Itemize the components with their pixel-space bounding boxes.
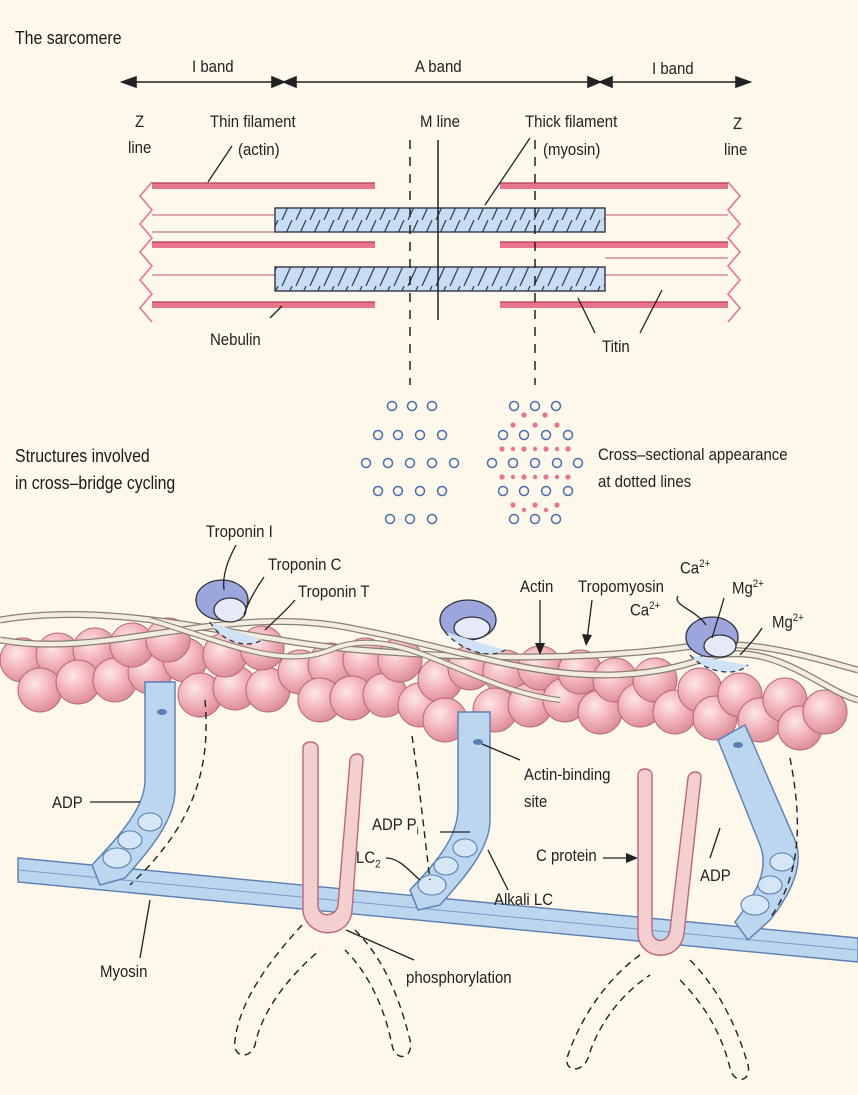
adp-left-label: ADP	[52, 793, 83, 812]
z-line-left-1: Z	[135, 112, 145, 131]
phosphorylation-label: phosphorylation	[406, 968, 512, 987]
z-line-right-2: line	[724, 140, 748, 159]
thin-filament-actin-label: (actin)	[238, 140, 280, 159]
ca-left-label: Ca2+	[630, 600, 661, 620]
actin-label: Actin	[520, 577, 554, 596]
cross-section-overlap	[486, 400, 584, 525]
troponin-complex-2	[439, 599, 506, 655]
adp-pi-label: ADP Pi	[372, 815, 419, 838]
thick-filament-label: Thick filament	[525, 112, 618, 131]
c-protein-label: C protein	[536, 846, 597, 865]
a-band-label: A band	[415, 57, 462, 76]
actin-binding-label-2: site	[524, 792, 548, 811]
thin-filaments-right	[500, 183, 728, 308]
ca-top-label: Ca2+	[680, 558, 711, 578]
mg-top-label: Mg2+	[732, 578, 764, 598]
z-line-left-2: line	[128, 138, 152, 157]
c-protein	[302, 741, 702, 956]
thin-filaments-left	[152, 183, 375, 308]
title-structures-line1: Structures involved	[15, 446, 150, 466]
title-structures-line2: in cross–bridge cycling	[15, 473, 176, 493]
thick-filament-myosin-label: (myosin)	[543, 140, 601, 159]
troponin-c-label: Troponin C	[268, 555, 342, 574]
tropomyosin-strands	[0, 610, 858, 704]
mg-right-label: Mg2+	[772, 612, 804, 632]
thin-filament-label: Thin filament	[210, 112, 296, 131]
lc2-label: LC2	[356, 848, 381, 871]
band-arrows	[119, 75, 753, 89]
troponin-complex-1	[195, 579, 263, 645]
m-line-label: M line	[420, 112, 460, 131]
dashed-heads	[129, 699, 799, 1080]
z-line-left	[138, 181, 154, 323]
cross-section-label-2: at dotted lines	[598, 472, 692, 491]
z-line-right-1: Z	[733, 114, 743, 133]
troponin-i-label: Troponin I	[206, 522, 273, 541]
z-line-right	[726, 181, 742, 323]
sarcomere	[138, 137, 742, 385]
troponin-t-label: Troponin T	[298, 582, 370, 601]
nebulin-label: Nebulin	[210, 330, 261, 349]
adp-right-label: ADP	[700, 866, 731, 885]
cross-section-thick	[360, 400, 460, 525]
i-band-left-label: I band	[192, 57, 234, 76]
actin-beads	[0, 617, 848, 751]
titin-label: Titin	[602, 337, 630, 356]
title-sarcomere: The sarcomere	[15, 28, 122, 48]
cross-section-label-1: Cross–sectional appearance	[598, 445, 788, 464]
myosin-label: Myosin	[100, 962, 148, 981]
tropomyosin-label: Tropomyosin	[578, 577, 664, 596]
actin-binding-label-1: Actin-binding	[524, 765, 611, 784]
thick-filaments	[274, 207, 606, 292]
alkali-lc-label: Alkali LC	[494, 890, 554, 909]
i-band-right-label: I band	[652, 59, 694, 78]
